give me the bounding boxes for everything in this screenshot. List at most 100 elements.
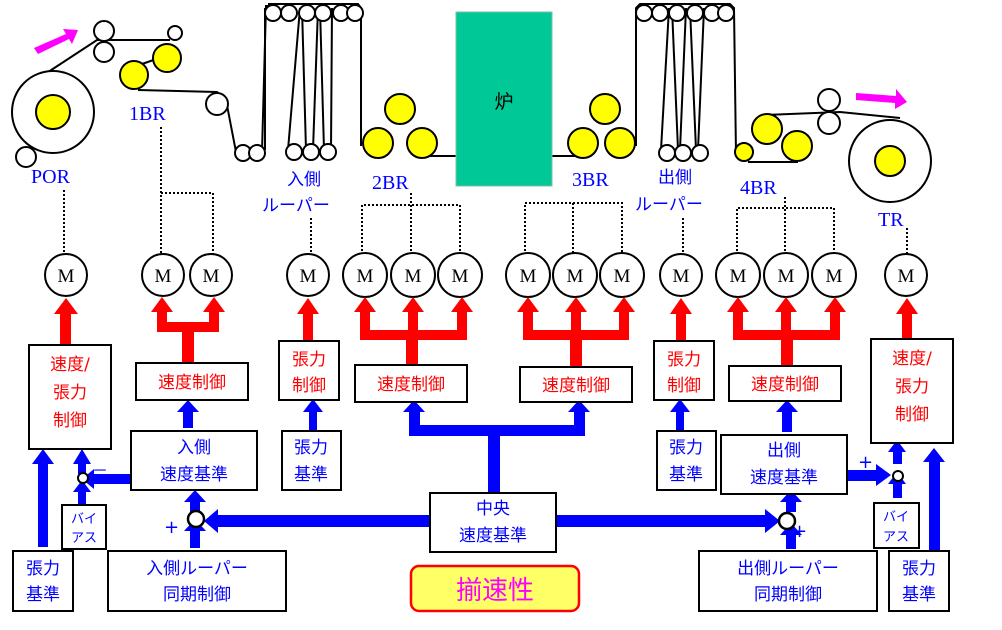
motor-3br-2: M xyxy=(552,252,598,298)
3br-roll xyxy=(589,93,621,125)
svg-text:同期制御: 同期制御 xyxy=(163,585,231,605)
svg-text:M: M xyxy=(614,266,631,287)
label-3br: 3BR xyxy=(572,169,609,191)
3br-roll xyxy=(567,127,599,159)
sign-labels: － + + + xyxy=(92,452,873,542)
tr-bias-block: バイ アス xyxy=(873,502,920,549)
reference-blocks: 入側 速度基準 張力 基準 中央 速度基準 張力 基準 出側 速度基準 バイ ア… xyxy=(12,430,950,612)
svg-text:張力: 張力 xyxy=(292,350,326,370)
entry-looper-tension-control-block: 張力 制御 xyxy=(278,340,340,401)
label-4br: 4BR xyxy=(740,177,777,199)
central-speed-reference-block: 中央 速度基準 xyxy=(429,492,557,553)
motor-4br-2: M xyxy=(763,252,809,298)
svg-text:速度基準: 速度基準 xyxy=(160,465,228,485)
motor-1br-1: M xyxy=(141,253,185,297)
svg-text:M: M xyxy=(405,266,422,287)
motor-tr: M xyxy=(884,253,928,297)
svg-text:基準: 基準 xyxy=(669,465,703,485)
svg-text:M: M xyxy=(452,266,469,287)
3br-roll xyxy=(604,127,636,159)
4br-roll xyxy=(781,130,813,162)
sign-tr-plus: + xyxy=(858,452,873,473)
svg-text:M: M xyxy=(203,266,220,287)
svg-text:張力: 張力 xyxy=(902,559,936,579)
sign-por-minus: － xyxy=(92,461,108,480)
svg-text:制御: 制御 xyxy=(895,405,929,425)
sign-entry-plus: + xyxy=(164,517,179,538)
label-tr: TR xyxy=(878,209,904,231)
red-control-arrows xyxy=(54,297,918,368)
furnace xyxy=(455,11,553,187)
4br-roll xyxy=(734,142,754,162)
svg-text:同期制御: 同期制御 xyxy=(754,585,822,605)
svg-text:速度制御: 速度制御 xyxy=(751,375,819,395)
motor-3br-1: M xyxy=(505,252,551,298)
svg-text:M: M xyxy=(778,266,795,287)
exit-speed-reference-block: 出側 速度基準 xyxy=(720,434,848,495)
direction-arrow-icon xyxy=(34,29,78,54)
svg-text:速度制御: 速度制御 xyxy=(377,375,445,395)
svg-text:速度/: 速度/ xyxy=(892,349,932,369)
speed-synchronization-highlight: 揃速性 xyxy=(409,564,581,613)
svg-text:速度制御: 速度制御 xyxy=(542,376,610,396)
sign-exit-plus: + xyxy=(792,521,807,542)
summing-junction-tr xyxy=(892,470,904,482)
label-entry-looper-1: 入側 xyxy=(287,170,321,190)
svg-text:M: M xyxy=(520,266,537,287)
motor-4br-3: M xyxy=(811,252,857,298)
mechanical-couplings xyxy=(63,127,908,255)
motor-1br-2: M xyxy=(189,253,233,297)
4br-speed-control-block: 速度制御 xyxy=(728,365,842,402)
4br-roll xyxy=(751,113,783,145)
svg-text:出側: 出側 xyxy=(767,441,801,461)
highlight-label: 揃速性 xyxy=(456,576,534,606)
svg-text:中央: 中央 xyxy=(476,499,510,519)
summing-junction-exit xyxy=(777,511,797,531)
svg-text:M: M xyxy=(58,266,75,287)
svg-text:張力: 張力 xyxy=(667,350,701,370)
motor-entry-looper: M xyxy=(286,253,330,297)
3br-speed-control-block: 速度制御 xyxy=(519,366,633,403)
exit-looper-sync-block: 出側ルーパー 同期制御 xyxy=(698,550,878,612)
1br-roll xyxy=(152,43,182,73)
direction-arrow-icon xyxy=(856,89,907,109)
label-2br: 2BR xyxy=(372,172,409,194)
svg-text:M: M xyxy=(898,266,915,287)
svg-text:M: M xyxy=(826,266,843,287)
svg-text:M: M xyxy=(155,266,172,287)
entry-looper-sync-block: 入側ルーパー 同期制御 xyxy=(107,550,287,612)
svg-text:バイ: バイ xyxy=(883,510,909,525)
motor-3br-3: M xyxy=(599,252,645,298)
blue-reference-arrows xyxy=(32,399,945,555)
por-control-block: 速度/ 張力 制御 xyxy=(28,344,112,450)
svg-text:張力: 張力 xyxy=(26,559,60,579)
svg-text:張力: 張力 xyxy=(895,377,929,397)
svg-text:速度/: 速度/ xyxy=(50,355,90,375)
svg-text:基準: 基準 xyxy=(294,465,328,485)
tr-tension-reference-block: 張力 基準 xyxy=(888,550,950,612)
label-entry-looper-2: ルーパー xyxy=(262,196,330,216)
summing-junction-entry xyxy=(186,509,206,529)
2br-roll xyxy=(384,93,416,125)
summing-junctions xyxy=(77,470,904,531)
svg-text:速度基準: 速度基準 xyxy=(459,526,527,546)
furnace-label: 炉 xyxy=(494,91,513,113)
motor-2br-1: M xyxy=(342,252,388,298)
svg-text:M: M xyxy=(567,266,584,287)
exit-looper-tension-reference-block: 張力 基準 xyxy=(656,430,717,491)
svg-text:アス: アス xyxy=(71,531,97,546)
2br-roll xyxy=(406,127,438,159)
process-line: 炉 xyxy=(11,3,932,203)
motors: M M M M M M M M M M M M M M M xyxy=(44,252,928,298)
motor-por: M xyxy=(44,253,88,297)
label-exit-looper-2: ルーパー xyxy=(635,195,703,215)
svg-text:速度制御: 速度制御 xyxy=(158,373,226,393)
svg-text:張力: 張力 xyxy=(669,438,703,458)
motor-2br-2: M xyxy=(390,252,436,298)
1br-speed-control-block: 速度制御 xyxy=(135,362,249,401)
2br-speed-control-block: 速度制御 xyxy=(354,364,468,403)
entry-speed-reference-block: 入側 速度基準 xyxy=(130,430,258,491)
svg-text:制御: 制御 xyxy=(53,411,87,431)
svg-text:速度基準: 速度基準 xyxy=(750,468,818,488)
